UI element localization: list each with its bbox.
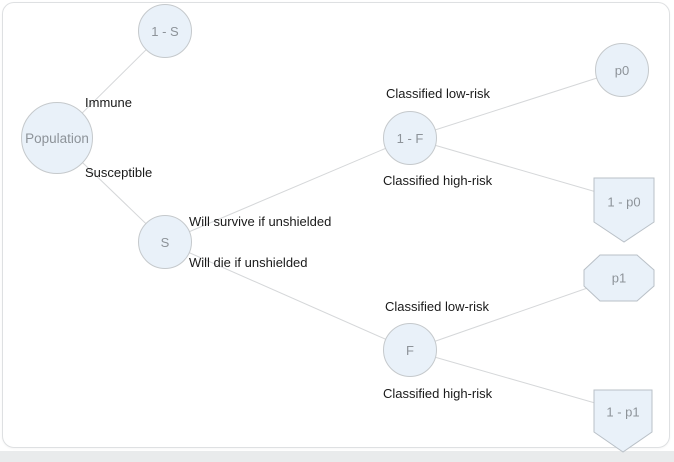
edge-die-to-1-p1 (409, 349, 624, 412)
edge-label-classified-low-risk-die: Classified low-risk (385, 299, 490, 314)
edge-die-to-p1 (409, 276, 620, 351)
edge-susceptible-to-die (164, 241, 411, 351)
node-1-f: 1 - F (383, 111, 437, 165)
edge-label-classified-low-risk-survive: Classified low-risk (386, 86, 491, 101)
edge-label-will-die: Will die if unshielded (189, 255, 308, 270)
node-s: S (138, 215, 192, 269)
node-label-f: F (406, 342, 414, 358)
node-shape-p1-octagon (583, 254, 655, 302)
edge-susceptible-to-survive (164, 137, 411, 243)
bottom-strip (0, 451, 674, 462)
node-label-1-p1: 1 - p1 (606, 404, 640, 420)
node-population: Population (21, 102, 93, 174)
node-p0: p0 (595, 43, 649, 97)
node-label-population: Population (25, 130, 89, 146)
node-f: F (383, 323, 437, 377)
edge-label-classified-high-risk-die: Classified high-risk (383, 386, 493, 401)
node-1-s: 1 - S (138, 4, 192, 58)
edge-label-susceptible: Susceptible (85, 165, 153, 180)
node-label-1-f: 1 - F (396, 130, 424, 146)
edge-label-will-survive: Will survive if unshielded (189, 214, 332, 229)
diagram-card (2, 2, 670, 448)
node-label-p0: p0 (614, 62, 630, 78)
node-label-p1: p1 (611, 270, 627, 286)
node-label-1-p0: 1 - p0 (607, 194, 641, 210)
edge-label-immune: Immune (85, 95, 132, 110)
node-label-s: S (160, 234, 170, 250)
node-shape-1-p1-pentagon (593, 389, 653, 453)
edge-label-classified-high-risk-survive: Classified high-risk (383, 173, 493, 188)
edge-survive-to-1-p0 (409, 137, 625, 201)
edge-survive-to-p0 (409, 69, 623, 139)
node-label-1-s: 1 - S (151, 23, 179, 39)
node-shape-1-p0-pentagon (593, 177, 655, 243)
